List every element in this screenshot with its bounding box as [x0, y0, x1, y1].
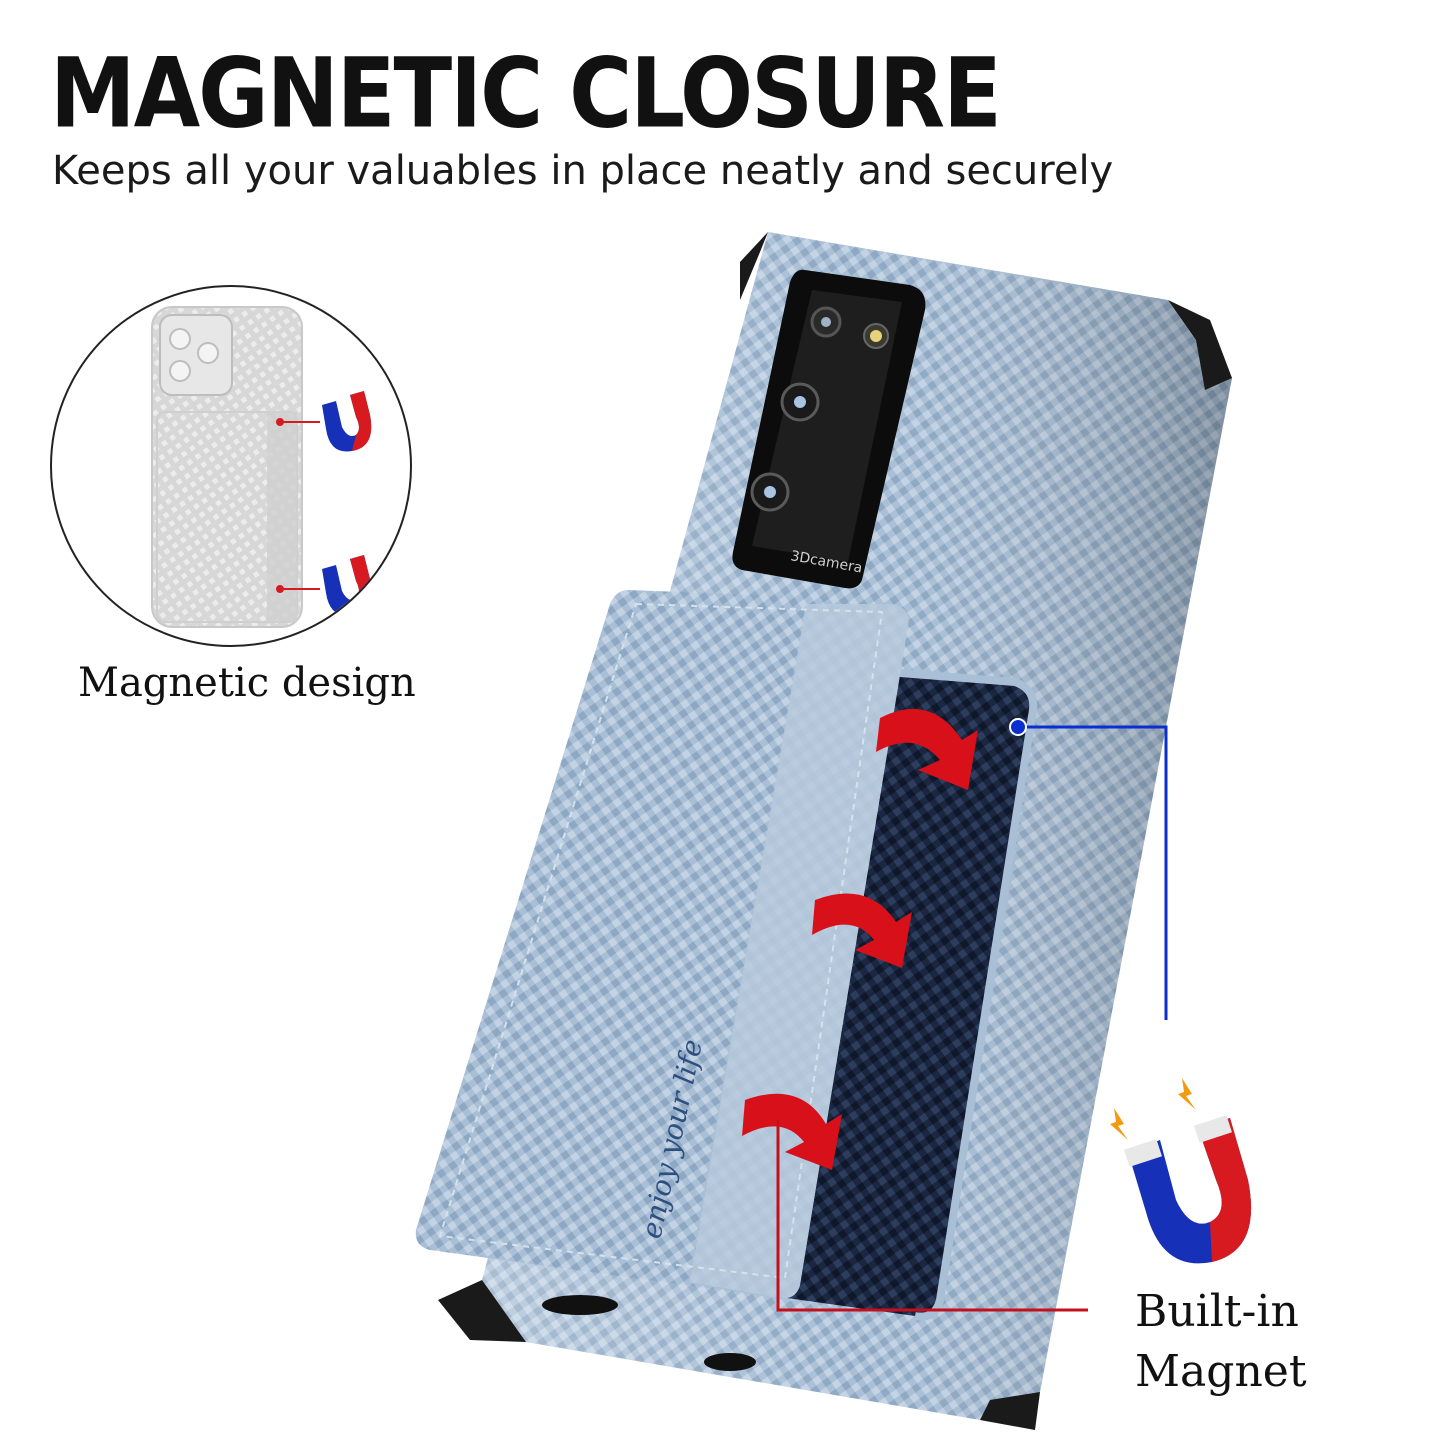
inset-illustration	[151, 306, 372, 628]
subheadline: Keeps all your valuables in place neatly…	[52, 148, 1114, 194]
horseshoe-magnet-icon	[1124, 1115, 1252, 1264]
horseshoe-magnet-icon	[322, 391, 372, 452]
callout-line-1: Built-in	[1135, 1286, 1299, 1337]
inset-camera-module	[159, 314, 233, 396]
port-cutout	[542, 1295, 618, 1315]
curved-arrow-icon	[742, 708, 978, 1170]
bumper-corner	[438, 1280, 526, 1342]
bumper-corner	[980, 1392, 1040, 1430]
leader-line-blue	[1009, 718, 1168, 1020]
callout-line-2: Magnet	[1135, 1346, 1307, 1397]
bumper-corner	[1168, 300, 1232, 390]
bumper-corner	[740, 232, 768, 300]
headline: MAGNETIC CLOSURE	[50, 38, 1002, 150]
spark-icon	[1110, 1078, 1196, 1140]
built-in-magnet-caption: Built-in Magnet	[1135, 1282, 1307, 1402]
port-cutout	[704, 1353, 756, 1371]
camera-module: 3Dcamera	[732, 269, 926, 589]
detail-caption: Magnetic design	[78, 660, 416, 706]
magnetic-detail-inset	[50, 285, 412, 647]
leader-line-red	[776, 1120, 1088, 1312]
